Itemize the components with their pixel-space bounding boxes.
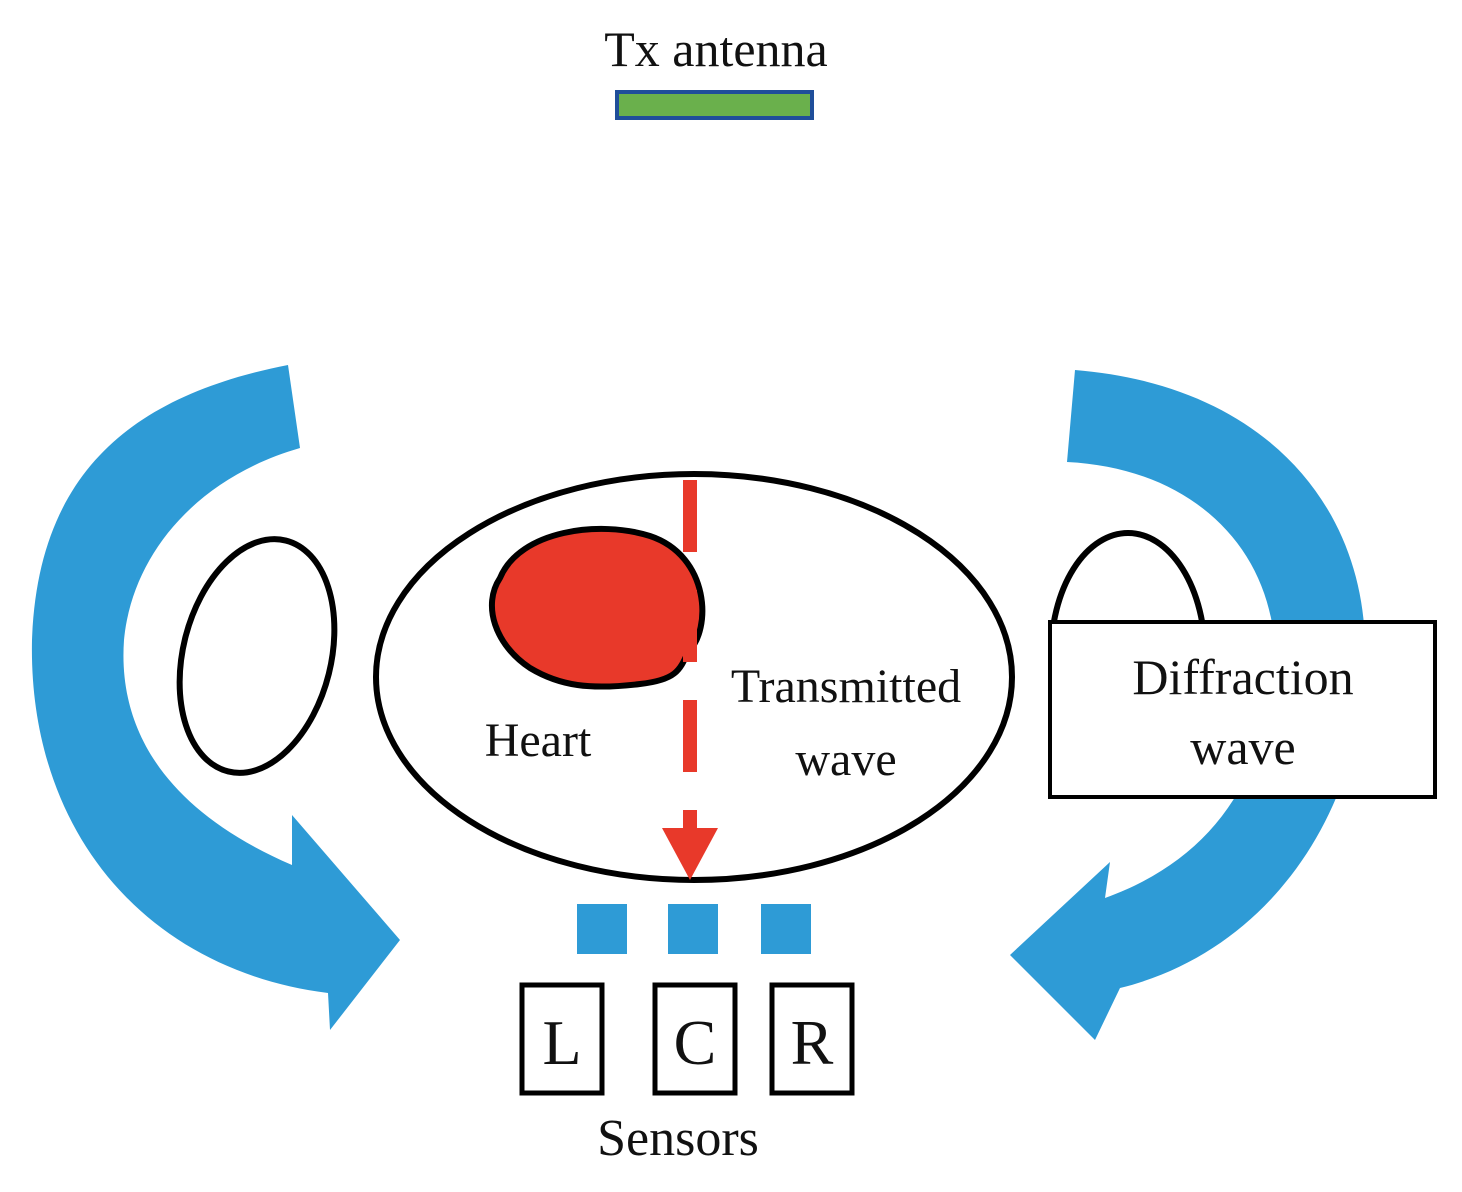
tx-antenna-label: Tx antenna — [604, 21, 828, 77]
right-diffraction-arrow — [1010, 370, 1366, 1040]
sensor-left-square — [577, 904, 627, 954]
sensor-center-square — [668, 904, 718, 954]
left-diffraction-arrow — [31, 365, 400, 1030]
sensor-right-square — [761, 904, 811, 954]
heart-shape — [489, 525, 706, 690]
diffraction-wave-label-line2: wave — [1190, 719, 1296, 775]
sensor-left-label: L — [542, 1007, 581, 1078]
transmitted-wave-arrowhead — [662, 828, 718, 880]
diffraction-wave-box — [1048, 620, 1437, 799]
sensor-right-label: R — [791, 1007, 834, 1078]
sensor-center-box — [652, 982, 738, 1096]
diffraction-wave-label-line1: Diffraction — [1132, 649, 1353, 705]
transmitted-wave-label-line1: Transmitted — [731, 660, 961, 713]
heart-label: Heart — [485, 714, 592, 767]
left-organ-ellipse — [176, 536, 338, 776]
sensor-right-box — [769, 982, 855, 1096]
sensors-label: Sensors — [597, 1110, 759, 1167]
tx-antenna-bar — [615, 90, 814, 120]
sensor-center-label: C — [674, 1007, 717, 1078]
transmitted-wave-label-line2: wave — [795, 733, 896, 786]
sensor-left-box — [519, 982, 605, 1096]
